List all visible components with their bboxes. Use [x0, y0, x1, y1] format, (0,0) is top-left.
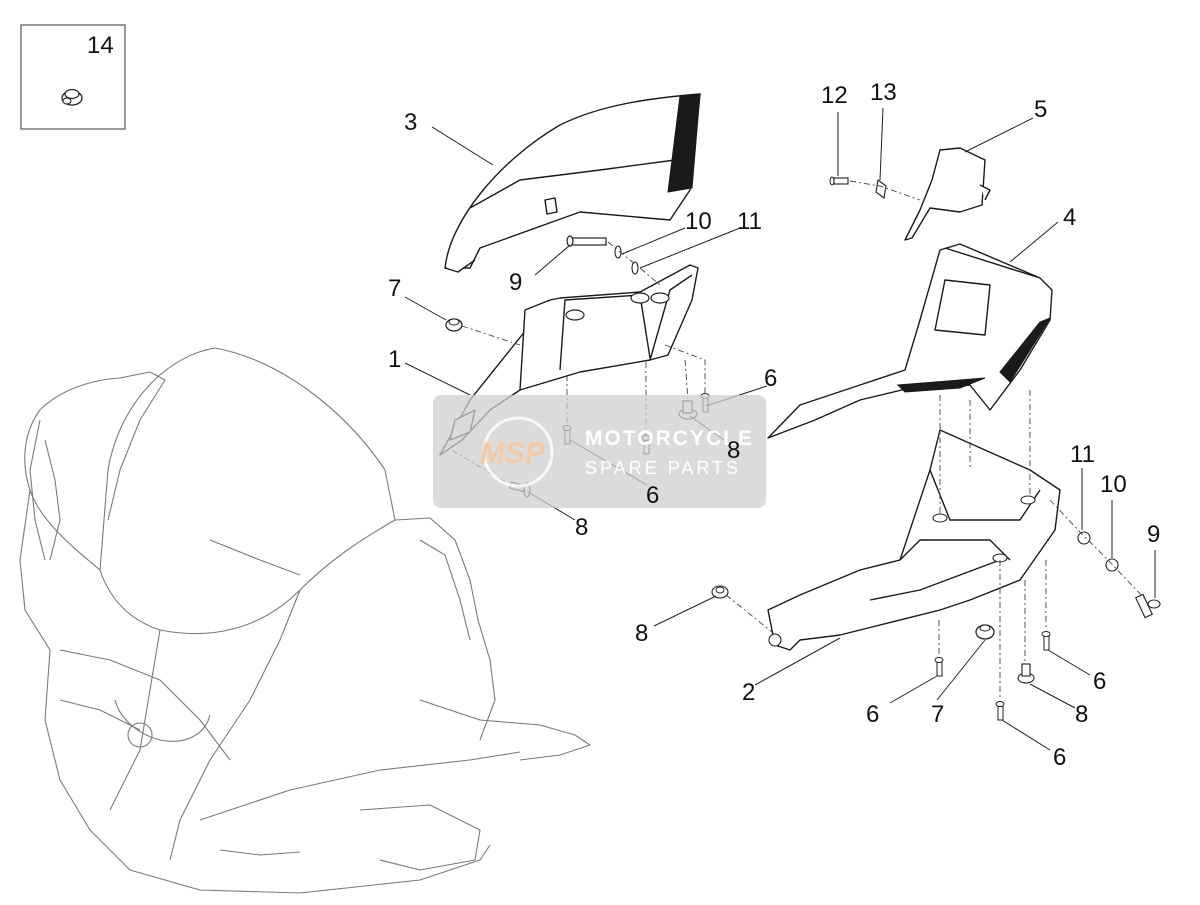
callout-10: 10	[685, 208, 712, 235]
callout-8: 8	[575, 514, 588, 541]
callout-9: 9	[1147, 521, 1160, 548]
inset-label: 14	[87, 32, 114, 59]
screw-6-e	[995, 701, 1005, 721]
part-1-left-bracket	[439, 264, 699, 456]
fastener-8-d	[1017, 663, 1035, 684]
front-fairing-outline	[19, 347, 591, 894]
callout-11: 11	[737, 208, 762, 235]
screw-9-top	[566, 235, 607, 247]
pin-12	[829, 176, 849, 186]
callout-12: 12	[821, 82, 848, 109]
screw-9-right	[1134, 593, 1161, 619]
nut-11-top	[631, 261, 639, 275]
part-5-small-cover	[904, 147, 991, 241]
callout-3: 3	[404, 109, 417, 136]
callout-9: 9	[509, 269, 522, 296]
callout-5: 5	[1034, 96, 1047, 123]
callout-8: 8	[635, 620, 648, 647]
part-2-right-bracket	[767, 429, 1061, 651]
callout-6: 6	[646, 482, 659, 509]
watermark: MSP MOTORCYCLE SPARE PARTS	[433, 395, 766, 508]
callout-6: 6	[866, 701, 879, 728]
callout-11: 11	[1070, 441, 1095, 468]
callout-10: 10	[1100, 471, 1127, 498]
part-4-right-cover	[767, 243, 1053, 439]
grommet-7-right	[975, 624, 995, 640]
leader-lines	[404, 107, 1156, 751]
part-3-left-cover	[444, 93, 701, 273]
watermark-title: MOTORCYCLE	[585, 427, 754, 450]
clip-13	[875, 179, 887, 199]
callout-13: 13	[870, 79, 897, 106]
callout-7: 7	[931, 701, 944, 728]
grommet-7-left	[445, 318, 463, 332]
watermark-logo: MSP	[480, 437, 546, 470]
callout-8: 8	[1075, 701, 1088, 728]
screw-6-f	[1041, 631, 1051, 651]
callout-6: 6	[1053, 744, 1066, 771]
nut-11-right	[1077, 531, 1091, 545]
washer-10-top	[614, 245, 622, 259]
grommet-icon	[61, 88, 83, 106]
callout-7: 7	[388, 275, 401, 302]
washer-10-right	[1105, 558, 1119, 572]
callout-2: 2	[742, 679, 755, 706]
callout-6: 6	[1093, 668, 1106, 695]
fastener-8-c	[711, 585, 729, 599]
inset-part-14: 14	[20, 24, 126, 130]
watermark-subtitle: SPARE PARTS	[585, 458, 741, 478]
callout-6: 6	[764, 365, 777, 392]
screw-6-d	[934, 657, 944, 677]
callout-labels: 3 1 2 4 5 6 6 6 6 6 7 7 8 8 8 8 9 9 10 1…	[388, 79, 1160, 771]
callout-8: 8	[727, 437, 740, 464]
callout-1: 1	[388, 346, 401, 373]
callout-4: 4	[1063, 204, 1076, 231]
